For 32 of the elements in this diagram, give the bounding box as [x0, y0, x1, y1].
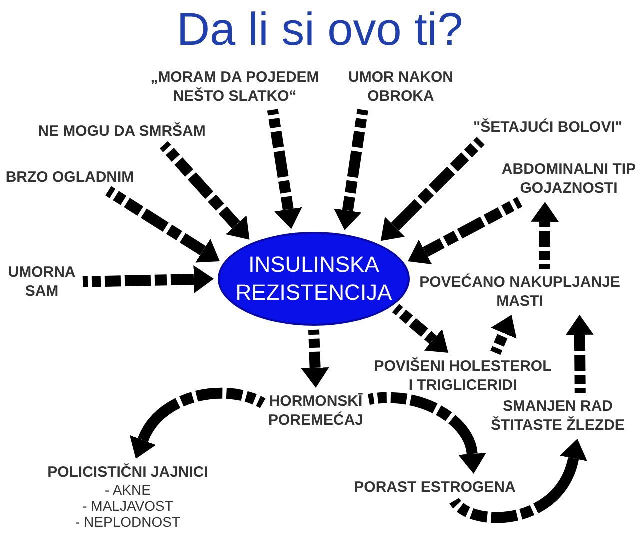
node-label: HORMONSKĪ POREMEĆAJ [267, 392, 365, 430]
list-item: - NEPLODNOST [76, 514, 180, 530]
dashed-arrow [380, 137, 485, 242]
dashed-arrow [490, 315, 517, 356]
node-label: BRZO OGLADNIM [6, 168, 134, 187]
dashed-arrow [368, 392, 486, 474]
node-label: PORAST ESTROGENA [354, 478, 516, 497]
list-item: - MALJAVOST [82, 498, 174, 514]
dashed-arrow [334, 109, 368, 230]
dashed-arrow [267, 109, 302, 230]
dashed-arrow [130, 388, 266, 458]
dashed-arrow [392, 304, 449, 353]
title: Da li si ovo ti? [176, 4, 464, 54]
node-label: NE MOGU DA SMRŠAM [38, 122, 206, 141]
dashed-arrow [566, 315, 594, 394]
node-label: UMORNA SAM [5, 263, 79, 301]
ellipse-label: INSULINSKA REZISTENCIJA [234, 251, 394, 307]
dashed-arrow [106, 186, 220, 263]
list-heading: POLICISTIČNI JAJNICI [48, 463, 208, 482]
dashed-arrow [82, 265, 214, 294]
node-label: "ŠETAJUĆI BOLOVI" [474, 118, 622, 137]
node-label: POVEĆANO NAKUPLJANJE MASTI [417, 273, 623, 311]
dashed-arrow [301, 330, 330, 388]
node-label: ABDOMINALNI TIP GOJAZNOSTI [499, 160, 639, 198]
node-label: SMANJEN RAD ŠTITASTE ŽLEZDE [488, 397, 628, 435]
node-label: UMOR NAKON OBROKA [345, 68, 457, 106]
dashed-arrow [160, 141, 250, 240]
node-label: POVIŠENI HOLESTEROL I TRIGLICERIDI [372, 357, 554, 395]
dashed-arrow [408, 197, 523, 265]
list-item: - AKNE [105, 482, 151, 498]
dashed-arrow [531, 202, 560, 270]
node-label: „MORAM DA POJEDEM NEŠTO SLATKO“ [149, 68, 321, 106]
